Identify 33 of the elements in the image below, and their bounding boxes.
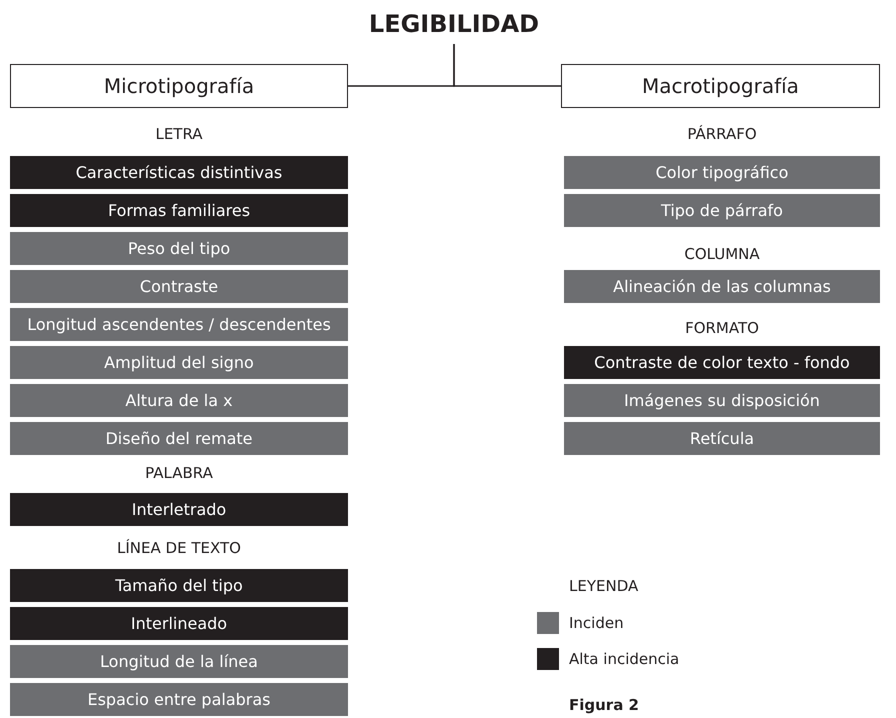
- factor-box: Retícula: [564, 422, 880, 455]
- section-heading: COLUMNA: [684, 245, 760, 263]
- legend-title: LEYENDA: [569, 577, 638, 595]
- factor-box: Contraste: [10, 270, 348, 303]
- factor-box: Altura de la x: [10, 384, 348, 417]
- legend-label: Inciden: [569, 614, 624, 632]
- factor-box: Imágenes su disposición: [564, 384, 880, 417]
- factor-box: Tipo de párrafo: [564, 194, 880, 227]
- factor-box: Amplitud del signo: [10, 346, 348, 379]
- category-box: Macrotipografía: [561, 64, 880, 108]
- factor-box: Características distintivas: [10, 156, 348, 189]
- factor-box: Longitud de la línea: [10, 645, 348, 678]
- connector-line: [453, 44, 561, 87]
- factor-box: Contraste de color texto - fondo: [564, 346, 880, 379]
- factor-box: Diseño del remate: [10, 422, 348, 455]
- section-heading: PÁRRAFO: [687, 125, 757, 143]
- factor-box: Peso del tipo: [10, 232, 348, 265]
- factor-box: Alineación de las columnas: [564, 270, 880, 303]
- factor-box: Color tipográfico: [564, 156, 880, 189]
- section-heading: FORMATO: [685, 319, 759, 337]
- factor-box: Tamaño del tipo: [10, 569, 348, 602]
- section-heading: LÍNEA DE TEXTO: [117, 539, 241, 557]
- diagram-title: LEGIBILIDAD: [360, 8, 548, 40]
- figure-caption: Figura 2: [569, 696, 639, 714]
- section-heading: LETRA: [155, 125, 203, 143]
- legend-label: Alta incidencia: [569, 650, 680, 668]
- factor-box: Formas familiares: [10, 194, 348, 227]
- factor-box: Espacio entre palabras: [10, 683, 348, 716]
- factor-box: Interletrado: [10, 493, 348, 526]
- factor-box: Longitud ascendentes / descendentes: [10, 308, 348, 341]
- category-box: Microtipografía: [10, 64, 348, 108]
- factor-box: Interlineado: [10, 607, 348, 640]
- section-heading: PALABRA: [145, 464, 213, 482]
